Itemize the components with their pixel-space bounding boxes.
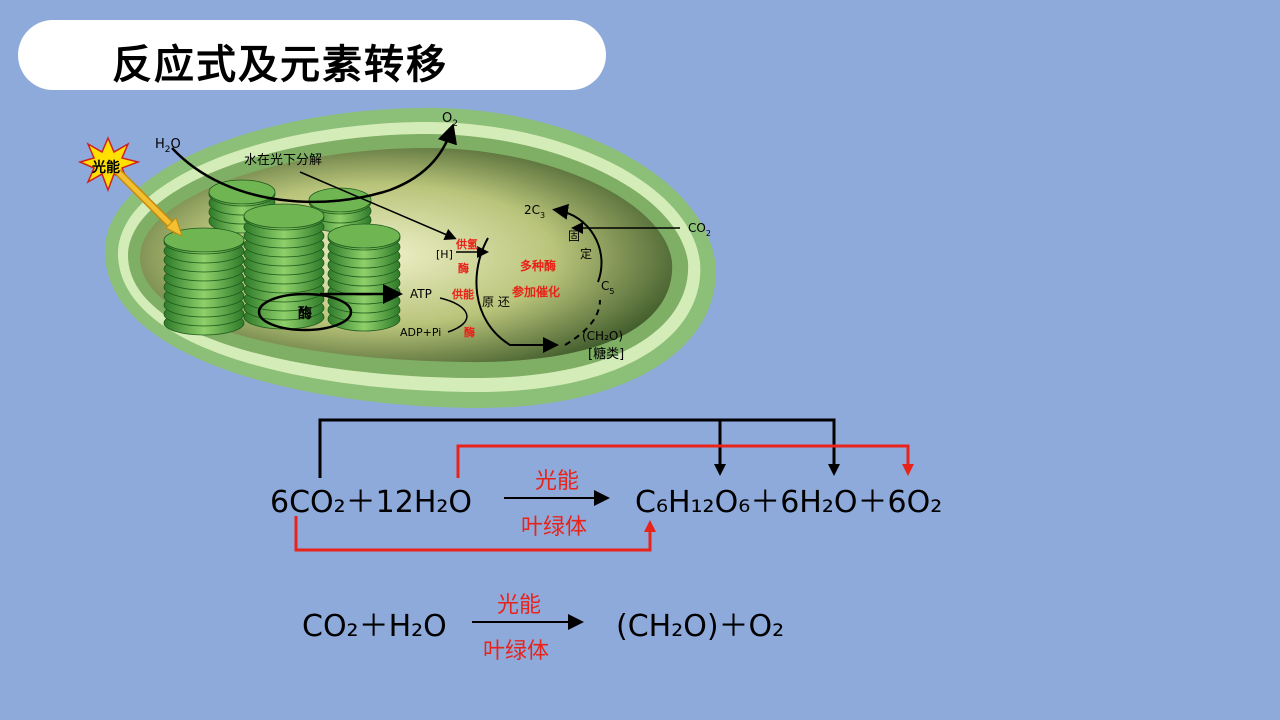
- regen-arrow: [564, 299, 601, 346]
- water-split-arrow: [171, 123, 457, 204]
- granum-stack: [327, 223, 401, 332]
- grana-stacks: [163, 179, 401, 336]
- eq2-left: CO₂＋H₂O: [302, 609, 447, 644]
- light-label: 光能: [91, 159, 120, 176]
- reduction-label: 原 还: [482, 295, 510, 309]
- hydrogen-supply-label: 供氢: [455, 237, 478, 251]
- h2o-top: H2O: [155, 137, 181, 155]
- energy-supply-label: 供能: [451, 287, 474, 301]
- enzyme-atp: 酶: [298, 305, 312, 322]
- page-title: 反应式及元素转移: [112, 42, 448, 88]
- granum-top: [327, 223, 401, 249]
- eq2-right: (CH₂O)＋O₂: [616, 609, 784, 644]
- co2-right-label: CO2: [688, 221, 711, 238]
- eq1-right: C₆H₁₂O₆＋6H₂O＋6O₂: [635, 485, 942, 520]
- enzyme-h: 酶: [458, 261, 469, 275]
- eq2-arrow-top: 光能: [497, 593, 541, 618]
- fixation-label-2: 定: [580, 246, 592, 261]
- eq1-left: 6CO₂＋12H₂O: [270, 485, 472, 520]
- catalysis-label: 参加催化: [512, 284, 560, 299]
- atp-loop: [257, 292, 353, 332]
- ch2o-label: (CH₂O): [582, 329, 623, 343]
- enzyme-adp: 酶: [464, 325, 475, 339]
- light-burst: [77, 136, 183, 237]
- red-tracking-lines: [294, 444, 914, 552]
- many-enzymes-label: 多种酶: [520, 258, 556, 273]
- eq1-arrow-bottom: 叶绿体: [521, 515, 587, 540]
- c5-label: C5: [601, 279, 614, 296]
- c3-label: 2C3: [524, 203, 545, 220]
- fixation-arrow: [552, 203, 603, 283]
- adp-label: ADP+Pi: [400, 326, 441, 339]
- o2-top: O2: [442, 111, 458, 129]
- atp-label: ATP: [410, 287, 432, 301]
- black-tracking-lines: [318, 418, 840, 478]
- eq1-arrow-top: 光能: [535, 469, 579, 494]
- h-arrow: [299, 171, 457, 240]
- granum-stack: [163, 227, 245, 336]
- granum-top: [243, 203, 325, 229]
- eq2-arrow-bottom: 叶绿体: [483, 639, 549, 664]
- h-label: [H]: [436, 248, 453, 261]
- atp-return: [439, 297, 468, 333]
- sugar-label: [糖类]: [588, 346, 624, 362]
- granum-top: [163, 227, 245, 253]
- water-split-label: 水在光下分解: [244, 153, 322, 168]
- granum-stack: [243, 203, 325, 330]
- title-pill: [18, 20, 606, 90]
- fixation-label-1: 固: [568, 229, 580, 243]
